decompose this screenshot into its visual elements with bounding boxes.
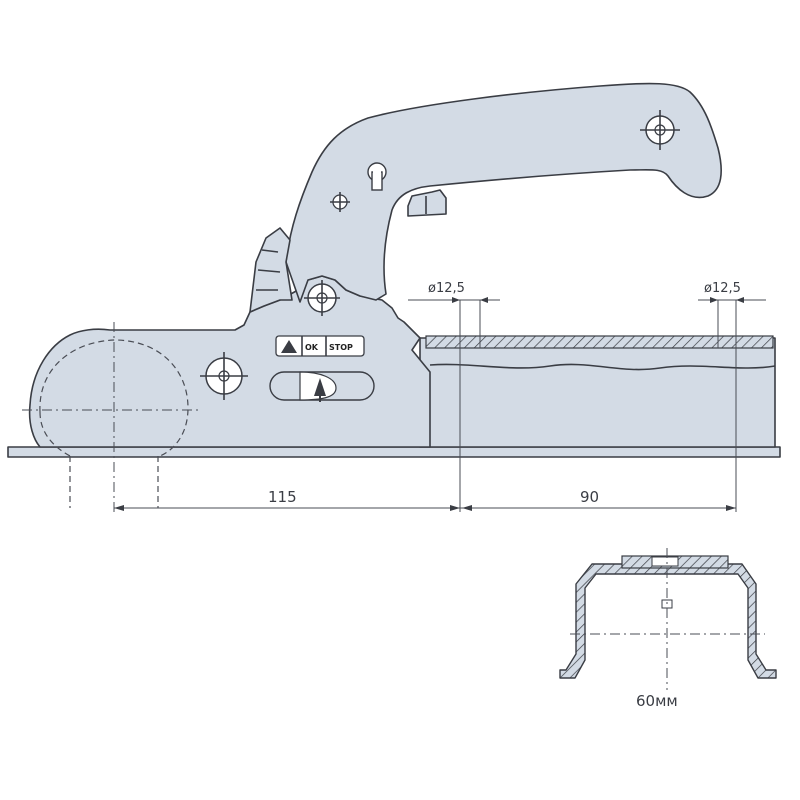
ball-socket	[22, 322, 200, 512]
hole-2-dimension: ø12,5	[698, 281, 766, 512]
body-pivot-crosshair-icon	[304, 280, 340, 316]
drawbar-top-wall-hatch	[425, 335, 774, 349]
length-dimension-115: 115	[114, 370, 461, 512]
handle-end-crosshair-icon	[640, 110, 680, 150]
section-width-label: 60мм	[636, 692, 678, 710]
hole-1-label: ø12,5	[428, 281, 465, 296]
profile-cross-section: 60мм	[559, 548, 777, 710]
keyhole-icon	[367, 162, 387, 191]
ok-label: OK	[305, 343, 319, 352]
length-115-label: 115	[268, 488, 297, 506]
wear-indicator-window	[269, 371, 375, 402]
warning-triangle-icon	[281, 340, 297, 353]
length-90-label: 90	[580, 488, 599, 506]
hole-1-dimension: ø12,5	[408, 281, 500, 370]
status-label-plate: OK STOP	[275, 335, 365, 357]
hole-2-label: ø12,5	[704, 281, 741, 296]
handle-pivot-crosshair-icon	[330, 192, 350, 212]
break-line	[429, 363, 776, 371]
body-rivet-crosshair-icon	[200, 352, 248, 400]
handle-lock-tab	[407, 189, 447, 217]
drawbar-tube	[419, 337, 776, 448]
length-dimension-90: 90	[460, 488, 736, 511]
base-plate	[7, 446, 781, 458]
coupling-handle	[285, 82, 722, 303]
stop-label: STOP	[329, 343, 353, 352]
spring-housing	[249, 227, 293, 313]
